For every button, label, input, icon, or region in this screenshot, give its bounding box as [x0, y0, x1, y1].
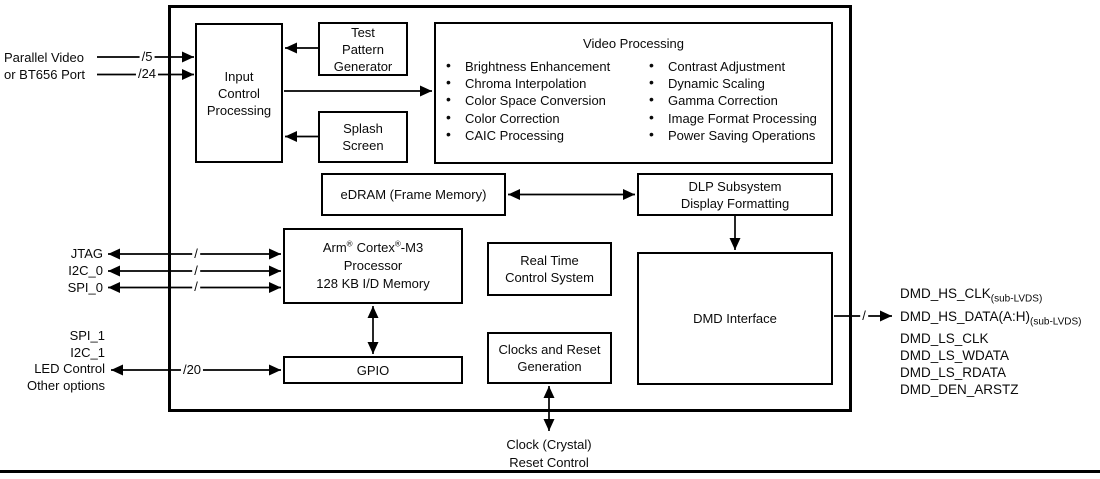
dmd-signal-ls-rdata: DMD_LS_RDATA [900, 364, 1006, 387]
block-label-line: Input [224, 68, 254, 84]
video-feature: Color Space Conversion [444, 91, 610, 109]
registered-mark: ® [346, 239, 353, 249]
gpio-port-labels: SPI_1 I2C_1 LED Control Other options [10, 328, 105, 395]
block-label-line: DLP Subsystem [688, 178, 782, 194]
io-label-line: Parallel Video [4, 50, 84, 65]
video-feature: Chroma Interpolation [444, 74, 610, 92]
dmd-signal-ls-wdata: DMD_LS_WDATA [900, 347, 1009, 370]
io-label-line: Reset Control [509, 455, 589, 470]
block-label-line: Control System [505, 270, 594, 285]
signal-name: DMD_HS_DATA(A:H) [900, 309, 1031, 324]
led-control-label: LED Control [34, 361, 105, 377]
video-feature: Brightness Enhancement [444, 57, 610, 75]
block-label-line: Processor [343, 258, 403, 273]
video-processing-title: Video Processing [583, 36, 684, 51]
block-label-line: Generation [517, 359, 582, 374]
test-pattern-generator-block: Test Pattern Generator [318, 22, 408, 76]
bus-slash-spi0: / [192, 279, 200, 294]
block-label: eDRAM (Frame Memory) [340, 187, 487, 202]
video-feature: Gamma Correction [647, 91, 817, 109]
spi0-label: SPI_0 [67, 279, 103, 295]
bus-slash-i2c0: / [192, 263, 200, 278]
real-time-control-block: Real Time Control System [487, 242, 612, 296]
bus-slash-dmd: / [860, 308, 868, 323]
block-label-line: Processing [206, 102, 272, 118]
arm-core: Cortex [356, 240, 395, 255]
signal-name: DMD_LS_RDATA [900, 365, 1007, 380]
bus-width-5: /5 [139, 49, 155, 64]
clock-reset-label: Clock (Crystal) Reset Control [489, 436, 609, 472]
video-feature: CAIC Processing [444, 126, 610, 144]
video-feature-list-left: Brightness Enhancement Chroma Interpolat… [444, 57, 610, 144]
dmd-signal-hs-clk: DMD_HS_CLK(sub-LVDS) [900, 285, 1042, 308]
block-label-line: Test [351, 24, 375, 40]
splash-screen-block: Splash Screen [318, 111, 408, 163]
arm-block-title: Arm®Cortex®-M3 [323, 239, 423, 257]
dmd-signal-hs-data: DMD_HS_DATA(A:H)(sub-LVDS) [900, 308, 1082, 331]
dlp-subsystem-block: DLP Subsystem Display Formatting [637, 173, 833, 216]
block-label-line: 128 KB I/D Memory [316, 276, 430, 291]
video-processing-block: Video Processing Brightness Enhancement … [434, 22, 833, 164]
i2c1-label: I2C_1 [70, 344, 105, 360]
edram-block: eDRAM (Frame Memory) [321, 173, 506, 216]
parallel-video-label: Parallel Video or BT656 Port [4, 49, 85, 84]
dmd-signal-ls-clk: DMD_LS_CLK [900, 330, 989, 353]
signal-name: DMD_DEN_ARSTZ [900, 382, 1019, 397]
block-label: GPIO [356, 362, 390, 378]
bus-slash-jtag: / [192, 246, 200, 261]
bus-width-20: /20 [180, 362, 204, 377]
dmd-interface-block: DMD Interface [637, 252, 833, 385]
input-control-processing-block: Input Control Processing [195, 23, 283, 163]
spi1-label: SPI_1 [69, 328, 105, 343]
page-divider [0, 470, 1100, 473]
video-feature: Color Correction [444, 109, 610, 127]
control-port-labels: JTAG I2C_0 SPI_0 [20, 246, 103, 296]
signal-name: DMD_LS_CLK [900, 331, 989, 346]
i2c0-label: I2C_0 [68, 262, 103, 278]
jtag-label: JTAG [70, 246, 103, 261]
registered-mark: ® [394, 239, 401, 249]
block-label-line: Generator [333, 58, 393, 74]
block-label: DMD Interface [693, 311, 777, 326]
arm-brand: Arm [322, 240, 347, 255]
signal-name: DMD_LS_WDATA [900, 348, 1010, 363]
arm-suffix: -M3 [400, 240, 424, 255]
block-label-line: Real Time [520, 253, 579, 268]
video-feature: Contrast Adjustment [647, 57, 817, 75]
video-feature-list-right: Contrast Adjustment Dynamic Scaling Gamm… [647, 57, 817, 144]
block-label-line: Screen [342, 138, 384, 153]
signal-subscript: (sub-LVDS) [1030, 316, 1082, 328]
block-label-line: Pattern [342, 41, 384, 57]
block-label-line: Clocks and Reset [498, 342, 601, 357]
block-label-line: Control [218, 85, 260, 101]
signal-subscript: (sub-LVDS) [990, 293, 1043, 305]
gpio-block: GPIO [283, 356, 463, 384]
block-label-line: Splash [343, 121, 383, 136]
dmd-signal-den-arstz: DMD_DEN_ARSTZ [900, 381, 1019, 404]
video-feature: Image Format Processing [647, 109, 817, 127]
arm-processor-block: Arm®Cortex®-M3 Processor 128 KB I/D Memo… [283, 228, 463, 304]
io-label-line: Clock (Crystal) [506, 437, 592, 452]
other-options-label: Other options [26, 378, 105, 394]
block-label-line: Display Formatting [680, 195, 790, 211]
bus-width-24: /24 [135, 66, 159, 81]
video-feature: Dynamic Scaling [647, 74, 817, 92]
signal-name: DMD_HS_CLK [900, 286, 991, 301]
clocks-reset-block: Clocks and Reset Generation [487, 332, 612, 384]
io-label-line: or BT656 Port [4, 67, 85, 83]
video-feature: Power Saving Operations [647, 126, 817, 144]
